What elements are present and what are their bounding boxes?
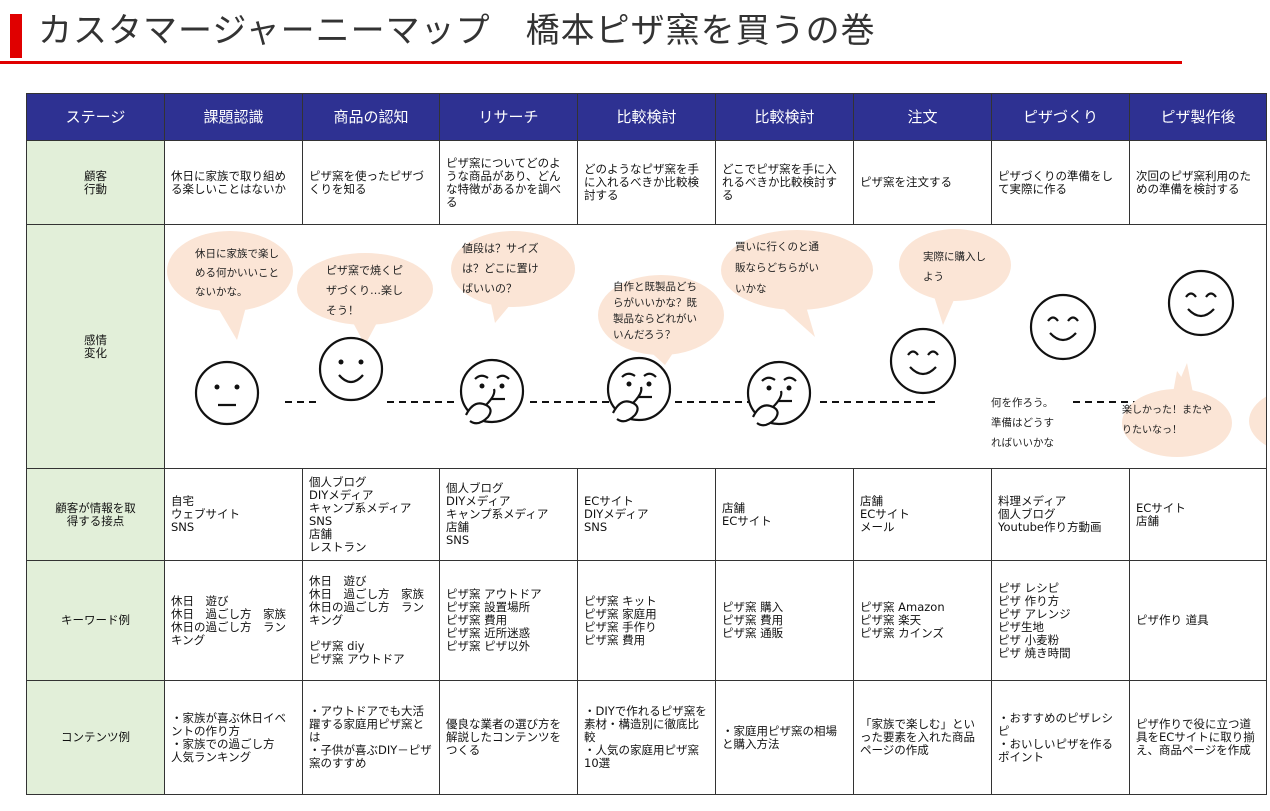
bubble-tail bbox=[1173, 363, 1193, 397]
bubble-text: 自作と既製品どち らがいいかな？既 製品ならどれがい いんだろう？ bbox=[613, 281, 697, 341]
stage-label: ステージ bbox=[26, 93, 165, 141]
thinking-face-icon bbox=[606, 356, 672, 423]
behavior-cell: 休日に家族で取り組める楽しいことはないか bbox=[164, 140, 303, 225]
neutral-face-icon bbox=[194, 360, 260, 426]
title-underline bbox=[0, 61, 1182, 64]
stage-header: リサーチ bbox=[439, 93, 578, 141]
row-label-keywords: キーワード例 bbox=[26, 560, 165, 681]
emotion-row: 感情 変化 bbox=[26, 224, 1267, 469]
content-cell: ・おすすめのピザレシピ ・おいしいピザを作るポイント bbox=[991, 680, 1130, 795]
bubble-text: ピザ窯で焼くピ ザづくり…楽し そう！ bbox=[326, 264, 403, 317]
touchpoint-cell: 個人ブログ DIYメディア キャンプ系メディア SNS 店舗 レストラン bbox=[302, 468, 440, 561]
content-cell: 「家族で楽しむ」といった要素を入れた商品ページの作成 bbox=[853, 680, 992, 795]
customer-journey-table: ステージ 課題認識 商品の認知 リサーチ 比較検討 比較検討 注文 ピザづくり … bbox=[26, 93, 1267, 795]
bubble-text: 実際に購入し よう bbox=[923, 251, 986, 283]
smile-face-icon bbox=[889, 327, 957, 395]
smile-face-icon bbox=[1029, 293, 1097, 361]
speech-bubble bbox=[721, 230, 873, 337]
emotion-curve-svg bbox=[167, 229, 1266, 457]
behavior-cell: どのようなピザ窯を手に入れるべきか比較検討する bbox=[577, 140, 716, 225]
speech-bubble bbox=[598, 275, 724, 365]
keyword-cell: 休日 遊び 休日 過ごし方 家族 休日の過ごし方 ランキング bbox=[164, 560, 303, 681]
keyword-cell: ピザ窯 購入 ピザ窯 費用 ピザ窯 通販 bbox=[715, 560, 854, 681]
contents-row: コンテンツ例 ・家族が喜ぶ休日イベントの作り方 ・家族での過ごし方 人気ランキン… bbox=[26, 680, 1267, 795]
content-cell: ・アウトドアでも大活躍する家庭用ピザ窯とは ・子供が喜ぶDIY－ピザ窯のすすめ bbox=[302, 680, 440, 795]
touchpoint-cell: ECサイト DIYメディア SNS bbox=[577, 468, 716, 561]
content-cell: ピザ作りで役に立つ道具をECサイトに取り揃え、商品ページを作成 bbox=[1129, 680, 1267, 795]
speech-bubble bbox=[1249, 396, 1266, 446]
smile-face-icon bbox=[318, 336, 384, 402]
speech-bubble bbox=[297, 253, 433, 345]
behavior-cell: どこでピザ窯を手に入れるべきか比較検討する bbox=[715, 140, 854, 225]
keyword-cell: ピザ窯 アウトドア ピザ窯 設置場所 ピザ窯 費用 ピザ窯 近所迷惑 ピザ窯 ピ… bbox=[439, 560, 578, 681]
stage-header: 比較検討 bbox=[577, 93, 716, 141]
stage-header: ピザ製作後 bbox=[1129, 93, 1267, 141]
speech-bubble bbox=[451, 231, 575, 323]
content-cell: ・DIYで作れるピザ窯を素材・構造別に徹底比較 ・人気の家庭用ピザ窯10選 bbox=[577, 680, 716, 795]
stage-header: 比較検討 bbox=[715, 93, 854, 141]
title-accent-bar bbox=[10, 14, 22, 58]
stage-header-row: ステージ 課題認識 商品の認知 リサーチ 比較検討 比較検討 注文 ピザづくり … bbox=[26, 93, 1267, 141]
behavior-cell: 次回のピザ窯利用のための準備を検討する bbox=[1129, 140, 1267, 225]
touchpoint-cell: 自宅 ウェブサイト SNS bbox=[164, 468, 303, 561]
bubble-text: 休日に家族で楽し める何かいいこと ないかな。 bbox=[195, 248, 279, 298]
touchpoints-row: 顧客が情報を取 得する接点 自宅 ウェブサイト SNS 個人ブログ DIYメディ… bbox=[26, 468, 1267, 561]
touchpoint-cell: 店舗 ECサイト メール bbox=[853, 468, 992, 561]
stage-header: ピザづくり bbox=[991, 93, 1130, 141]
content-cell: ・家庭用ピザ窯の相場と購入方法 bbox=[715, 680, 854, 795]
keyword-cell: ピザ レシピ ピザ 作り方 ピザ アレンジ ピザ生地 ピザ 小麦粉 ピザ 焼き時… bbox=[991, 560, 1130, 681]
behavior-cell: ピザづくりの準備をして実際に作る bbox=[991, 140, 1130, 225]
row-label-emotion: 感情 変化 bbox=[26, 224, 165, 469]
touchpoint-cell: ECサイト 店舗 bbox=[1129, 468, 1267, 561]
row-label-contents: コンテンツ例 bbox=[26, 680, 165, 795]
behavior-cell: ピザ窯を注文する bbox=[853, 140, 992, 225]
stage-header: 課題認識 bbox=[164, 93, 303, 141]
emotion-curve-area: 休日に家族で楽し める何かいいこと ないかな。 ピザ窯で焼くピ ザづくり…楽し … bbox=[164, 224, 1267, 469]
bubble-text: 楽しかった！またや りたいなっ！ bbox=[1122, 405, 1212, 436]
row-label-touchpoints: 顧客が情報を取 得する接点 bbox=[26, 468, 165, 561]
behavior-cell: ピザ窯についてどのような商品があり、どんな特徴があるかを調べる bbox=[439, 140, 578, 225]
page-title: カスタマージャーニーマップ 橋本ピザ窯を買うの巻 bbox=[38, 11, 876, 51]
smile-face-icon bbox=[1167, 269, 1235, 337]
thinking-face-icon bbox=[746, 360, 812, 427]
content-cell: 優良な業者の選び方を解説したコンテンツをつくる bbox=[439, 680, 578, 795]
bubble-text: 買いに行くのと通 販ならどちらがい いかな bbox=[735, 241, 819, 295]
keyword-cell: 休日 遊び 休日 過ごし方 家族 休日の過ごし方 ランキング ピザ窯 diy ピ… bbox=[302, 560, 440, 681]
speech-bubble bbox=[167, 231, 293, 340]
row-label-behavior: 顧客 行動 bbox=[26, 140, 165, 225]
behavior-cell: ピザ窯を使ったピザづくりを知る bbox=[302, 140, 440, 225]
stage-header: 注文 bbox=[853, 93, 992, 141]
keyword-cell: ピザ窯 Amazon ピザ窯 楽天 ピザ窯 カインズ bbox=[853, 560, 992, 681]
stage-header: 商品の認知 bbox=[302, 93, 440, 141]
touchpoint-cell: 料理メディア 個人ブログ Youtube作り方動画 bbox=[991, 468, 1130, 561]
speech-bubble bbox=[899, 229, 1011, 325]
behavior-row: 顧客 行動 休日に家族で取り組める楽しいことはないか ピザ窯を使ったピザづくりを… bbox=[26, 140, 1267, 225]
thinking-face-icon bbox=[459, 358, 525, 425]
faces bbox=[194, 269, 1235, 427]
bubble-text: 何を作ろう。 準備はどうす ればいいかな bbox=[991, 397, 1054, 449]
speech-bubbles bbox=[167, 229, 1266, 457]
bubble-text: 値段は？サイズ は？どこに置け ばいいの？ bbox=[462, 242, 539, 295]
keywords-row: キーワード例 休日 遊び 休日 過ごし方 家族 休日の過ごし方 ランキング 休日… bbox=[26, 560, 1267, 681]
touchpoint-cell: 店舗 ECサイト bbox=[715, 468, 854, 561]
content-cell: ・家族が喜ぶ休日イベントの作り方 ・家族での過ごし方 人気ランキング bbox=[164, 680, 303, 795]
touchpoint-cell: 個人ブログ DIYメディア キャンプ系メディア 店舗 SNS bbox=[439, 468, 578, 561]
keyword-cell: ピザ窯 キット ピザ窯 家庭用 ピザ窯 手作り ピザ窯 費用 bbox=[577, 560, 716, 681]
keyword-cell: ピザ作り 道具 bbox=[1129, 560, 1267, 681]
